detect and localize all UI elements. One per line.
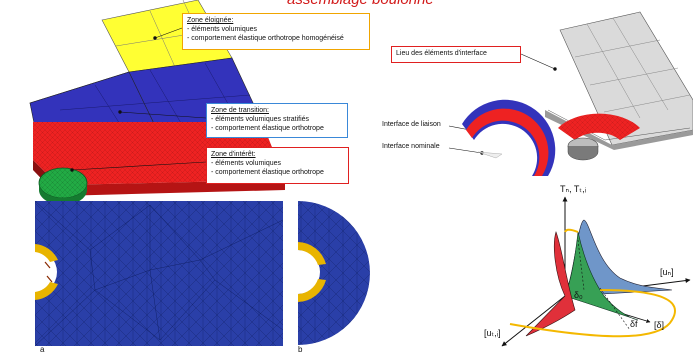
axis-shear-opening <box>501 295 566 347</box>
callout-interface-elements: Lieu des éléments d'interface <box>391 46 521 63</box>
label-bond-interface: Interface de liaison <box>382 121 441 128</box>
label-delta0: δ₀ <box>574 290 583 300</box>
cohesive-law-diagram <box>501 196 691 347</box>
hole-b <box>298 250 320 294</box>
callout-interface-elements-text: Lieu des éléments d'interface <box>396 50 487 57</box>
callout-transition-zone-heading: Zone de transition: <box>211 107 269 114</box>
plate-side-face <box>58 180 285 196</box>
callout-far-zone-line1: - éléments volumiques <box>187 26 258 33</box>
panel-label-b: b <box>298 345 303 354</box>
callout-far-zone-line2: - comportement élastique orthotrope homo… <box>187 35 344 42</box>
interface-plate-model <box>545 11 693 161</box>
label-deltaf: δf <box>630 319 638 329</box>
callout-far-zone-heading: Zone éloignée: <box>187 17 234 24</box>
damage-envelope-curve <box>509 228 676 338</box>
callout-leaders <box>70 27 557 172</box>
axis-label-delta: [δ] <box>654 320 665 330</box>
meshed-plate-panel-a <box>34 200 284 347</box>
callout-interest-zone-heading: Zone d'intérêt: <box>211 151 256 158</box>
callout-transition-zone-line1: - éléments volumiques stratifiés <box>211 116 310 123</box>
axis-label-un: [uₙ] <box>660 267 674 277</box>
interface-half-ring <box>462 99 556 176</box>
label-nominal-interface: Interface nominale <box>382 143 440 150</box>
panel-label-a: a <box>40 345 45 354</box>
axis-label-ut: [uₜ,ᵢ] <box>484 328 501 338</box>
lobe-red <box>525 231 576 337</box>
meshed-half-disc-panel-b <box>298 201 370 345</box>
callout-transition-zone: Zone de transition: - éléments volumique… <box>206 103 348 138</box>
callout-far-zone: Zone éloignée: - éléments volumiques - c… <box>182 13 370 50</box>
figure-title: assemblage boulonné <box>287 0 434 8</box>
callout-interest-zone-line2: - comportement élastique orthotrope <box>211 169 324 176</box>
axis-label-traction: Tₙ, Tₜ,ᵢ <box>560 184 586 194</box>
lobe-green <box>564 231 639 321</box>
callout-interest-zone-line1: - éléments volumiques <box>211 160 282 167</box>
callout-transition-zone-line2: - comportement élastique orthotrope <box>211 125 324 132</box>
callout-interest-zone: Zone d'intérêt: - éléments volumiques - … <box>206 147 349 184</box>
